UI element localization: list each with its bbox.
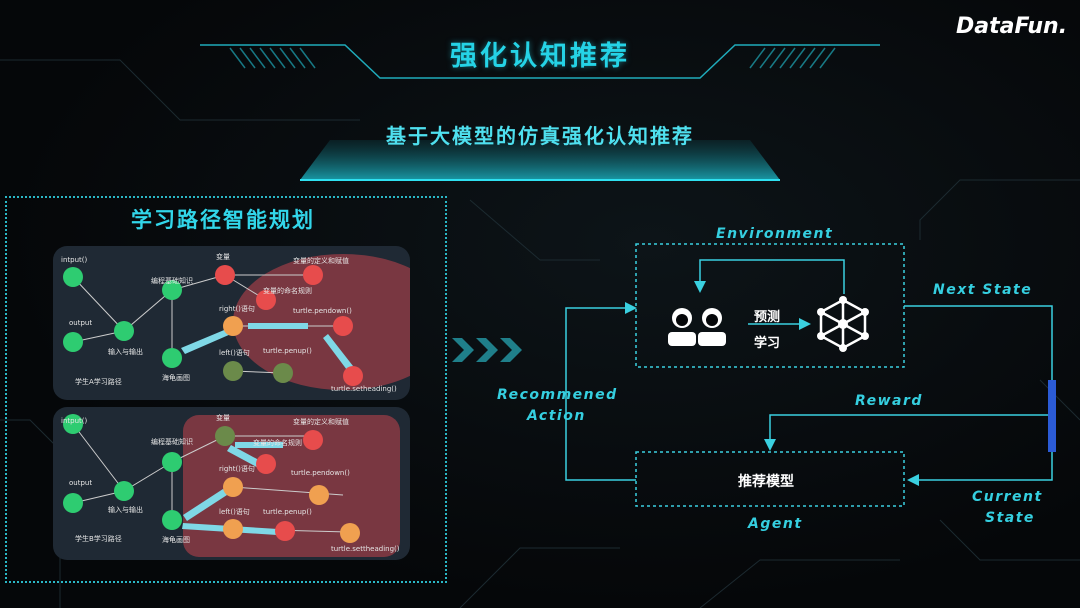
environment-label: Environment <box>716 226 834 242</box>
learning-path-title: 学习路径智能规划 <box>131 208 315 232</box>
label-left: left()语句 <box>219 508 250 516</box>
recommendation-model-label: 推荐模型 <box>738 474 794 490</box>
label-setheading: turtle.settheading() <box>331 545 400 553</box>
path-arrow <box>323 334 353 370</box>
label-input: intput() <box>61 256 88 264</box>
student-a-path-graph <box>63 254 453 390</box>
label-setheading: turtle.setheading() <box>331 385 397 393</box>
student-b-label: 学生B学习路径 <box>75 535 122 543</box>
learning-path-frame <box>5 196 447 583</box>
title-decoration <box>200 44 880 79</box>
label-input: intput() <box>61 417 88 425</box>
label-right: right()语句 <box>219 305 255 313</box>
node-var-def <box>303 265 323 285</box>
label-var-def: 变量的定义和赋值 <box>293 257 349 265</box>
node-pendown <box>333 316 353 336</box>
node-var-naming <box>256 454 276 474</box>
label-output: output <box>69 319 93 327</box>
node-variable <box>215 426 235 446</box>
student-b-path-graph <box>63 414 400 557</box>
node-turtle-draw <box>162 510 182 530</box>
node-var-def <box>303 430 323 450</box>
student-a-label: 学生A学习路径 <box>75 378 122 386</box>
path-arrow <box>235 442 283 448</box>
subtitle: 基于大模型的仿真强化认知推荐 <box>386 124 694 148</box>
reward-label: Reward <box>855 393 923 409</box>
label-penup: turtle.penup() <box>263 347 312 355</box>
node-right <box>223 477 243 497</box>
node-pendown <box>309 485 329 505</box>
path-arrow <box>183 489 227 521</box>
node-basics <box>162 280 182 300</box>
current-state-label-line2: State <box>985 510 1035 526</box>
predict-label: 预测 <box>754 310 781 325</box>
node-right <box>223 316 243 336</box>
node-variable <box>215 265 235 285</box>
page-title: 强化认知推荐 <box>450 41 630 72</box>
node-penup <box>275 521 295 541</box>
label-basics: 编程基础知识 <box>151 438 193 446</box>
label-pendown: turtle.pendown() <box>291 469 350 477</box>
node-setheading <box>343 366 363 386</box>
label-left: left()语句 <box>219 349 250 357</box>
flow-chevrons <box>452 338 522 362</box>
path-arrow <box>181 328 231 354</box>
recommended-action-label-line2: Action <box>527 408 586 424</box>
student-b-panel: intput() output 输入与输出 编程基础知识 海龟画图 变量 变量的… <box>53 407 410 560</box>
label-penup: turtle.penup() <box>263 508 312 516</box>
state-bar <box>1048 380 1056 452</box>
recommended-action-label-line1: Recommened <box>497 387 618 403</box>
neural-network-icon <box>817 296 869 352</box>
label-pendown: turtle.pendown() <box>293 307 352 315</box>
node-left <box>223 361 243 381</box>
learn-label: 学习 <box>754 336 781 351</box>
label-var-def: 变量的定义和赋值 <box>293 418 349 426</box>
node-io <box>114 481 134 501</box>
label-var-naming: 变量的命名规则 <box>253 439 302 447</box>
chevron-right-icon <box>500 338 522 362</box>
node-input <box>63 414 83 434</box>
next-state-label: Next State <box>933 282 1033 298</box>
subtitle-band <box>300 140 780 181</box>
chevron-right-icon <box>476 338 498 362</box>
node-turtle-draw <box>162 348 182 368</box>
users-icon <box>668 308 726 346</box>
node-output <box>63 493 83 513</box>
node-var-naming <box>256 290 276 310</box>
node-left <box>223 519 243 539</box>
rl-diagram-lines <box>565 243 1056 507</box>
label-var-naming: 变量的命名规则 <box>263 287 312 295</box>
label-turtle-draw: 海龟画图 <box>162 374 190 382</box>
node-io <box>114 321 134 341</box>
label-io: 输入与输出 <box>108 506 143 514</box>
label-output: output <box>69 479 93 487</box>
node-penup <box>273 363 293 383</box>
label-io: 输入与输出 <box>108 348 143 356</box>
student-a-panel: intput() output 输入与输出 编程基础知识 海龟画图 变量 变量的… <box>53 246 453 400</box>
current-state-label-line1: Current <box>972 489 1043 505</box>
label-turtle-draw: 海龟画图 <box>162 536 190 544</box>
label-variable: 变量 <box>216 253 230 261</box>
path-arrow <box>248 323 308 329</box>
datafun-logo: DataFun. <box>956 14 1067 39</box>
logo-text: DataFun. <box>956 14 1068 39</box>
node-input <box>63 267 83 287</box>
node-output <box>63 332 83 352</box>
label-variable: 变量 <box>216 414 230 422</box>
chevron-right-icon <box>452 338 474 362</box>
agent-label: Agent <box>748 516 803 532</box>
agent-box <box>635 451 905 507</box>
label-right: right()语句 <box>219 465 255 473</box>
node-setheading <box>340 523 360 543</box>
label-basics: 编程基础知识 <box>151 277 193 285</box>
node-basics <box>162 452 182 472</box>
